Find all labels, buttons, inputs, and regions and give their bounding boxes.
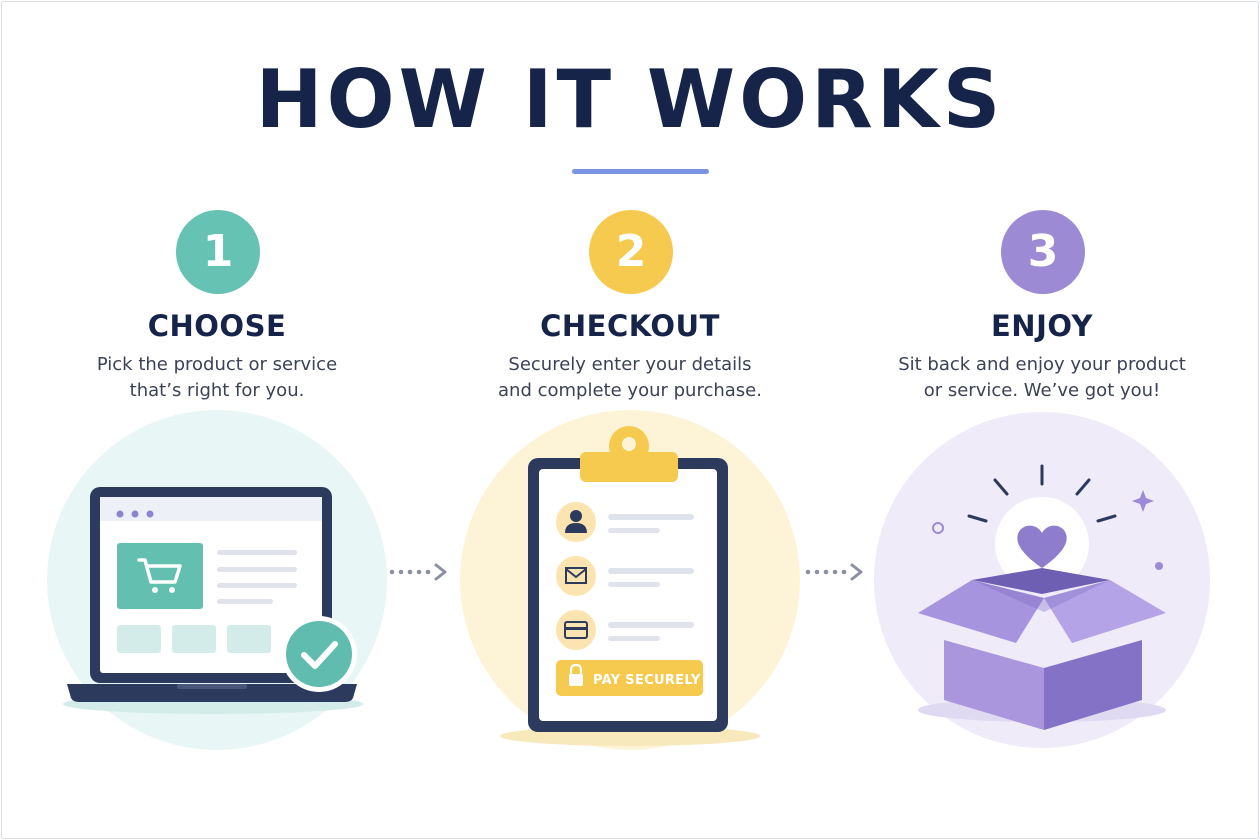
pay-securely-button[interactable] <box>556 660 703 696</box>
page-title: HOW IT WORKS <box>255 53 1005 146</box>
step-title: CHECKOUT <box>540 309 720 343</box>
clipboard-checkout-icon: PAY SECURELY <box>460 410 800 750</box>
step-enjoy: 3 ENJOY Sit back and enjoy your product … <box>852 0 1232 840</box>
dotted-arrow-icon <box>805 563 863 581</box>
step-description: Sit back and enjoy your product or servi… <box>852 352 1232 404</box>
step-choose: 1 CHOOSE Pick the product or service tha… <box>27 0 407 840</box>
step-description: Pick the product or service that’s right… <box>27 352 407 404</box>
step-description-line: Pick the product or service <box>96 354 338 375</box>
step-description: Securely enter your details and complete… <box>440 352 820 404</box>
laptop-shopping-cart-icon <box>47 410 387 750</box>
open-box-heart-icon <box>874 412 1210 748</box>
step-checkout: 2 CHECKOUT Securely enter your details a… <box>440 0 820 840</box>
step-number-badge: 3 <box>1001 210 1085 294</box>
step-number-badge: 2 <box>589 210 673 294</box>
step-title: ENJOY <box>991 309 1093 343</box>
step-title: CHOOSE <box>147 309 287 343</box>
title-underline <box>572 169 709 174</box>
step-description-line: Securely enter your details <box>508 354 752 375</box>
pay-securely-label: PAY SECURELY <box>593 673 701 688</box>
step-description-line: Sit back and enjoy your product <box>898 354 1186 375</box>
step-description-line: that’s right for you. <box>129 380 305 401</box>
step-description-line: and complete your purchase. <box>498 380 762 401</box>
step-description-line: or service. We’ve got you! <box>923 380 1161 401</box>
dotted-arrow-icon <box>389 563 447 581</box>
lock-icon <box>569 674 583 686</box>
step-number-badge: 1 <box>176 210 260 294</box>
